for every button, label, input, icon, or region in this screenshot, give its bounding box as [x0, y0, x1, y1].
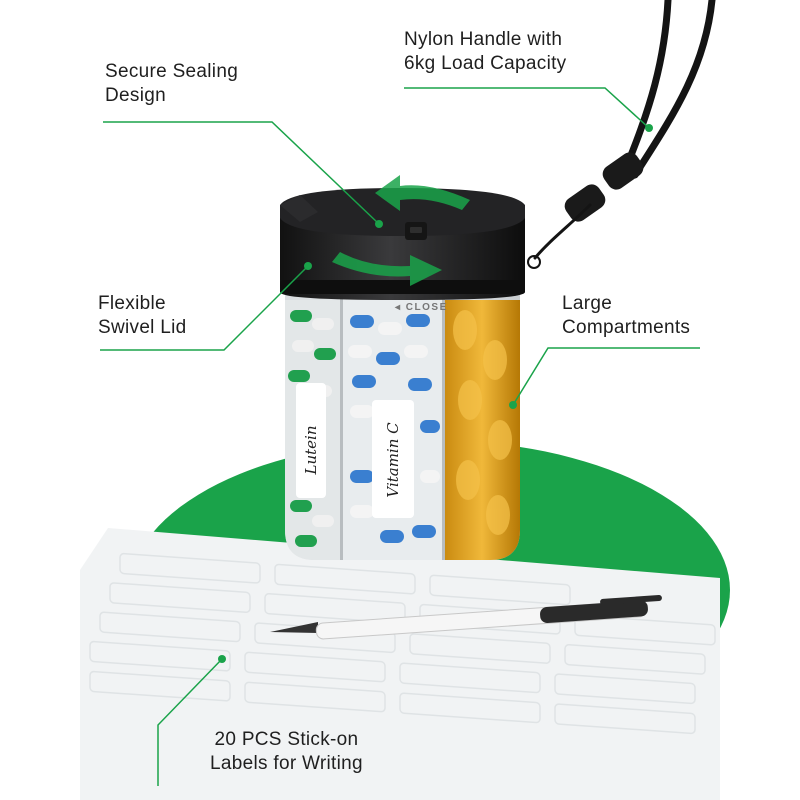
dot-swivel: [304, 262, 312, 270]
jar-label-lutein: Lutein: [296, 383, 326, 498]
dot-compartments: [509, 401, 517, 409]
lid-close-marking: ◂ CLOSE: [394, 302, 448, 313]
dot-labels: [218, 655, 226, 663]
pen: [270, 594, 662, 640]
callout-nylon-handle-line1: Nylon Handle with: [404, 29, 563, 50]
callout-swivel-lid-line2: Swivel Lid: [98, 317, 187, 338]
callout-large-compartments: Large Compartments: [562, 292, 690, 340]
callout-secure-sealing-line2: Design: [105, 85, 166, 106]
leader-handle: [404, 87, 650, 129]
callout-nylon-handle: Nylon Handle with 6kg Load Capacity: [404, 28, 566, 76]
callout-stick-on-labels-line2: Labels for Writing: [210, 753, 363, 774]
dot-sealing: [375, 220, 383, 228]
callout-swivel-lid: Flexible Swivel Lid: [98, 292, 187, 340]
leader-swivel: [100, 265, 309, 351]
green-capsules: [288, 310, 336, 547]
leader-labels: [157, 658, 223, 786]
callout-secure-sealing-line1: Secure Sealing: [105, 61, 239, 82]
callout-stick-on-labels-line1: 20 PCS Stick-on: [214, 729, 359, 750]
blue-capsules: [348, 314, 440, 543]
swivel-arrows: [332, 175, 470, 286]
swivel-lid: ◂ CLOSE: [280, 188, 525, 313]
callout-large-compartments-line2: Compartments: [562, 317, 691, 338]
callout-secure-sealing: Secure Sealing Design: [105, 60, 238, 108]
callout-large-compartments-line1: Large: [562, 293, 613, 314]
callout-stick-on-labels: 20 PCS Stick-on Labels for Writing: [210, 728, 363, 776]
nylon-handle: [527, 0, 716, 269]
jar-label-vitamin-c-text: Vitamin C: [384, 422, 402, 498]
jar-label-lutein-text: Lutein: [302, 426, 320, 476]
leader-sealing: [103, 121, 380, 225]
leader-compartments: [512, 347, 700, 406]
dot-handle: [645, 124, 653, 132]
jar-label-vitamin-c: Vitamin C: [372, 400, 414, 518]
label-sheet: [80, 528, 720, 800]
callout-swivel-lid-line1: Flexible: [98, 293, 166, 314]
callout-nylon-handle-line2: 6kg Load Capacity: [404, 53, 567, 74]
